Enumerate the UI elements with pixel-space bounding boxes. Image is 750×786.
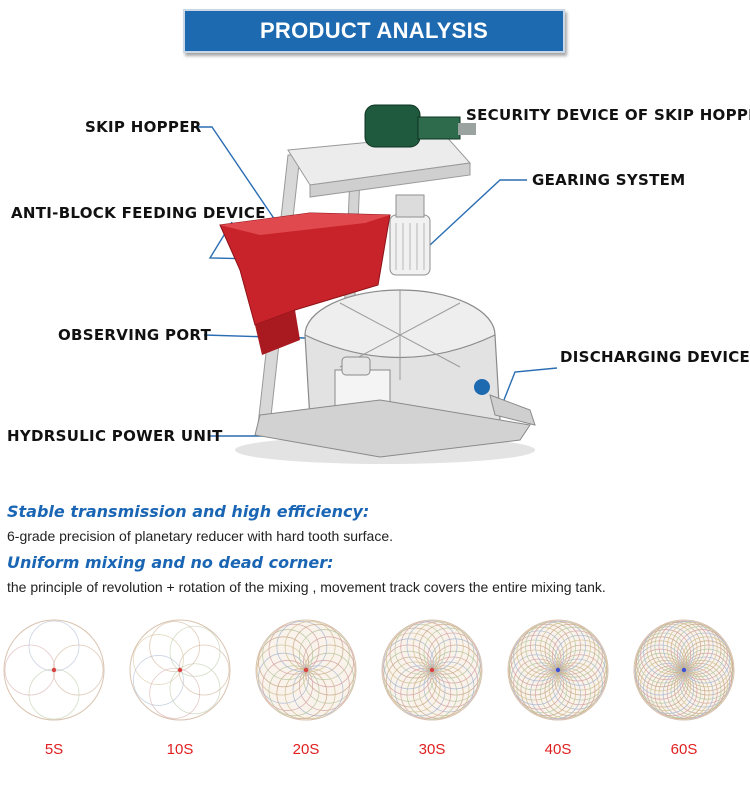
- label-discharging-device: DISCHARGING DEVICE: [560, 348, 750, 366]
- trajectory-pattern-20s: [254, 618, 358, 722]
- trajectory-time-label: 40S: [544, 741, 572, 758]
- trajectory-pattern-5s: [2, 618, 106, 722]
- feature-text-mixing: the principle of revolution + rotation o…: [7, 579, 606, 595]
- trajectory-pattern-40s: [506, 618, 610, 722]
- trajectory-time-label: 5S: [44, 741, 64, 758]
- label-skip-hopper: SKIP HOPPER: [85, 118, 202, 136]
- trajectory-time-label: 30S: [418, 741, 446, 758]
- label-hydraulic-unit: HYDRSULIC POWER UNIT: [7, 427, 223, 445]
- feature-heading-mixing: Uniform mixing and no dead corner:: [7, 553, 334, 572]
- mixer-machine-illustration: [219, 104, 536, 464]
- trajectory-pattern-10s: [128, 618, 232, 722]
- leader-gearing-system: [429, 179, 527, 246]
- label-gearing-system: GEARING SYSTEM: [532, 171, 686, 189]
- feature-text-transmission: 6-grade precision of planetary reducer w…: [7, 528, 393, 544]
- page-title-banner: PRODUCT ANALYSIS: [183, 9, 565, 53]
- label-observing-port: OBSERVING PORT: [58, 326, 212, 344]
- leader-discharging: [499, 367, 558, 411]
- label-anti-block: ANTI-BLOCK FEEDING DEVICE: [11, 204, 266, 222]
- trajectory-pattern-30s: [380, 618, 484, 722]
- trajectory-time-label: 10S: [166, 741, 194, 758]
- feature-heading-transmission: Stable transmission and high efficiency:: [7, 502, 370, 521]
- trajectory-time-label: 60S: [670, 741, 698, 758]
- label-security-device: SECURITY DEVICE OF SKIP HOPPER: [466, 106, 750, 124]
- trajectory-pattern-60s: [632, 618, 736, 722]
- leader-skip-hopper: [195, 126, 276, 221]
- trajectory-time-label: 20S: [292, 741, 320, 758]
